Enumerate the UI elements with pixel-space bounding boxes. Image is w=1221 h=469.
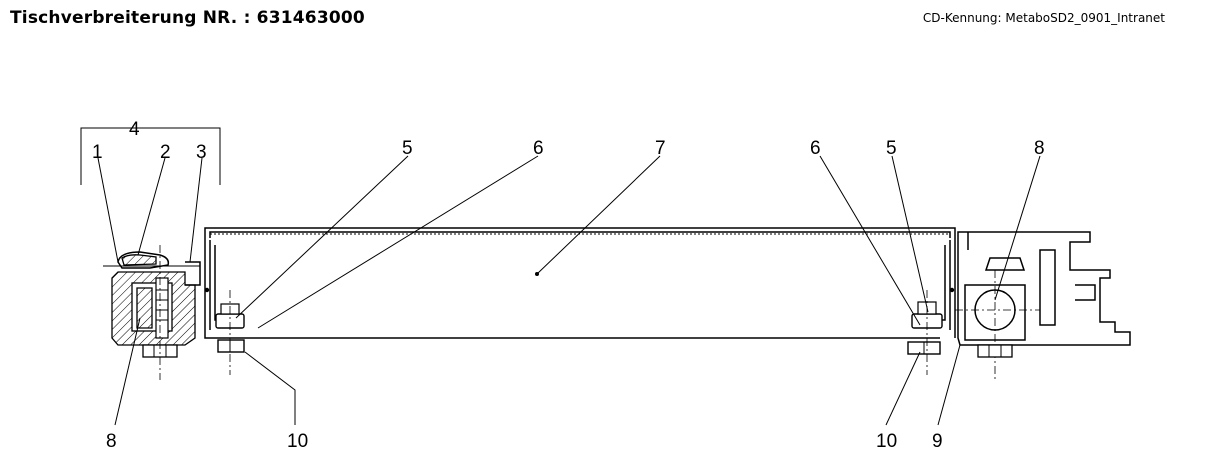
table-extension-panel — [204, 227, 956, 339]
leader-lines — [97, 155, 1041, 426]
callout-5-left: 5 — [402, 138, 413, 159]
callout-9: 9 — [932, 431, 943, 452]
callout-6-right: 6 — [810, 138, 821, 159]
callout-3: 3 — [196, 142, 207, 163]
callout-8-right: 8 — [1034, 138, 1045, 159]
callout-4: 4 — [129, 119, 140, 140]
callout-8-left: 8 — [106, 431, 117, 452]
callout-2: 2 — [160, 142, 171, 163]
callout-1: 1 — [92, 142, 103, 163]
callout-10-right: 10 — [876, 431, 897, 452]
callout-7: 7 — [655, 138, 666, 159]
left-clamp-assembly — [103, 245, 201, 380]
left-fastener — [215, 290, 245, 375]
callout-10-left: 10 — [287, 431, 308, 452]
right-fastener — [907, 290, 943, 375]
callout-5-right: 5 — [886, 138, 897, 159]
group-bracket — [80, 127, 221, 185]
page-title: Tischverbreiterung NR. : 631463000 — [10, 8, 365, 28]
callout-6-left: 6 — [533, 138, 544, 159]
cd-kennung-label: CD-Kennung: MetaboSD2_0901_Intranet — [922, 11, 1165, 25]
right-profile-rail — [955, 231, 1131, 380]
